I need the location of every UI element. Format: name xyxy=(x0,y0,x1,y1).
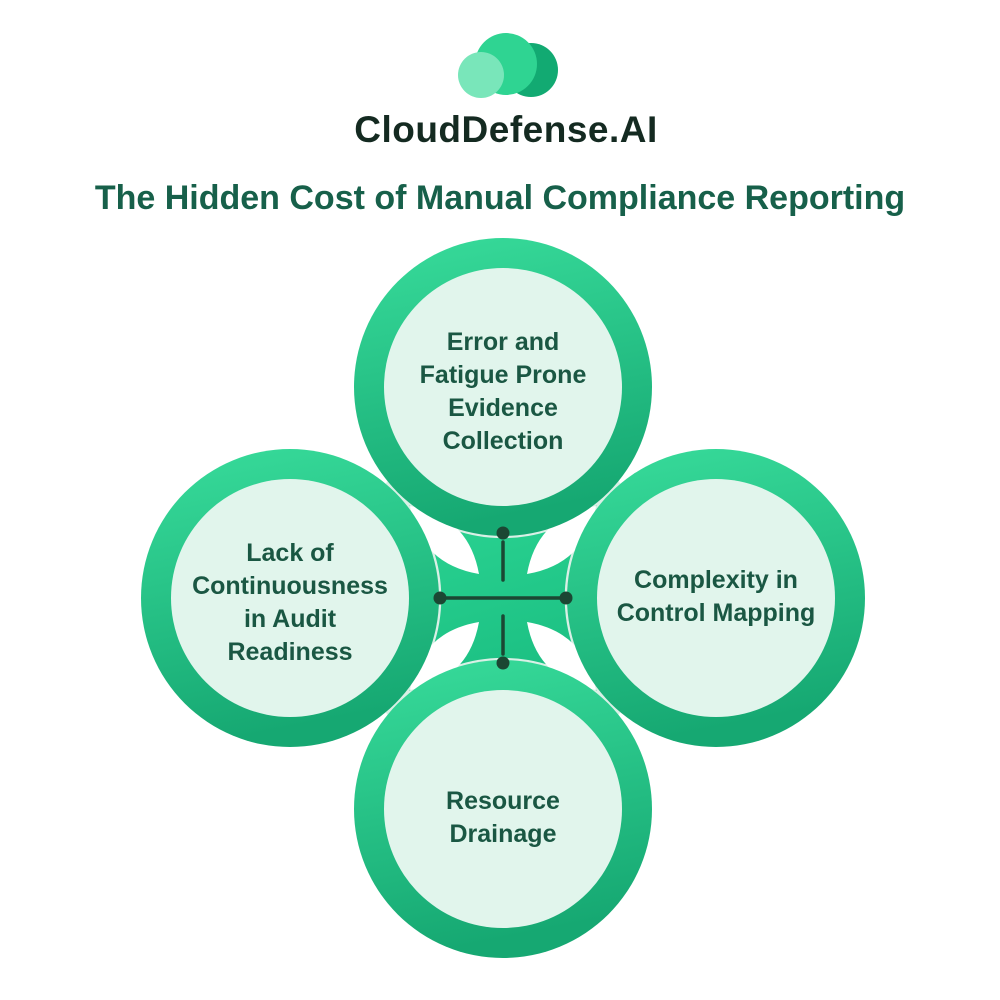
petal-sw xyxy=(410,622,479,690)
cross-dot-top xyxy=(496,526,510,540)
node-top-label-line: Fatigue Prone xyxy=(420,361,587,389)
page-title: The Hidden Cost of Manual Compliance Rep… xyxy=(95,179,905,217)
cross-dot-right xyxy=(559,591,573,605)
brand-name: CloudDefense.AI xyxy=(354,109,658,150)
node-top: Error and Fatigue Prone Evidence Collect… xyxy=(354,238,652,536)
node-left-label-line: Continuousness xyxy=(192,572,388,600)
node-bottom-label-line: Drainage xyxy=(450,820,557,848)
node-right-inner xyxy=(597,479,835,717)
petal-nw xyxy=(410,506,479,574)
node-left-label-line: Readiness xyxy=(227,638,352,666)
cross-dot-left xyxy=(433,591,447,605)
node-bottom-label-line: Resource xyxy=(446,787,560,815)
node-right: Complexity in Control Mapping xyxy=(567,449,865,747)
node-left: Lack of Continuousness in Audit Readines… xyxy=(141,449,439,747)
node-right-label-line: Complexity in xyxy=(634,566,798,594)
node-top-label-line: Evidence xyxy=(448,394,558,422)
cross-dot-bottom xyxy=(496,656,510,670)
node-left-label-line: Lack of xyxy=(246,539,334,567)
petal-ne xyxy=(527,506,596,574)
node-bottom-inner xyxy=(384,690,622,928)
logo-cloud-front-circle xyxy=(458,52,504,98)
center-cross xyxy=(433,526,573,670)
node-right-label-line: Control Mapping xyxy=(617,599,816,627)
node-top-label-line: Error and xyxy=(447,328,560,356)
node-top-inner xyxy=(384,268,622,506)
node-top-label-line: Collection xyxy=(443,427,564,455)
node-bottom: Resource Drainage xyxy=(354,660,652,958)
node-left-inner xyxy=(171,479,409,717)
petal-se xyxy=(527,622,596,690)
node-left-label-line: in Audit xyxy=(244,605,337,633)
logo: CloudDefense.AI xyxy=(354,33,658,150)
